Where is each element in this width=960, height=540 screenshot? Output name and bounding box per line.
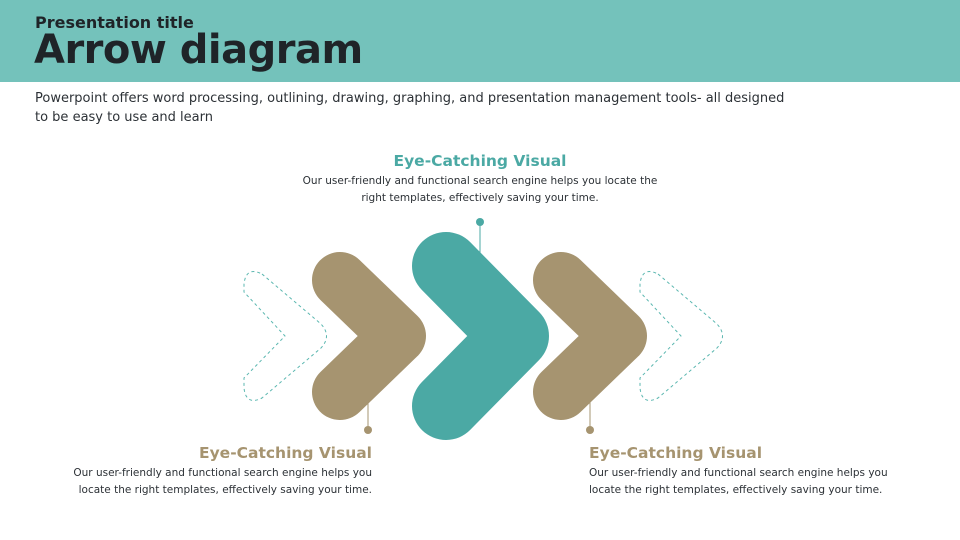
- callout-right: Eye-Catching Visual Our user-friendly an…: [589, 443, 909, 498]
- callout-top-heading: Eye-Catching Visual: [393, 152, 567, 170]
- callout-top-body: Our user-friendly and functional search …: [302, 175, 658, 204]
- callout-left: Eye-Catching Visual Our user-friendly an…: [56, 443, 372, 498]
- callout-right-heading: Eye-Catching Visual: [589, 444, 763, 462]
- callout-top: Eye-Catching Visual Our user-friendly an…: [290, 151, 670, 206]
- dashed-chevron-left: [243, 271, 327, 401]
- connector-dot-top: [476, 218, 484, 226]
- presentation-subtitle: Presentation title: [35, 13, 194, 32]
- page-title: Arrow diagram: [34, 27, 363, 73]
- header-bar: Presentation title Arrow diagram: [0, 0, 960, 82]
- callout-left-body: Our user-friendly and functional search …: [73, 467, 372, 496]
- connector-dot-right: [586, 426, 594, 434]
- connector-dot-left: [364, 426, 372, 434]
- callout-left-heading: Eye-Catching Visual: [198, 444, 372, 462]
- chevron-left-tan: [312, 252, 426, 420]
- chevron-right-tan: [533, 252, 647, 420]
- callout-right-body: Our user-friendly and functional search …: [589, 467, 888, 496]
- dashed-chevron-right: [639, 271, 723, 401]
- intro-text: Powerpoint offers word processing, outli…: [35, 91, 785, 125]
- chevron-center-teal: [412, 232, 549, 440]
